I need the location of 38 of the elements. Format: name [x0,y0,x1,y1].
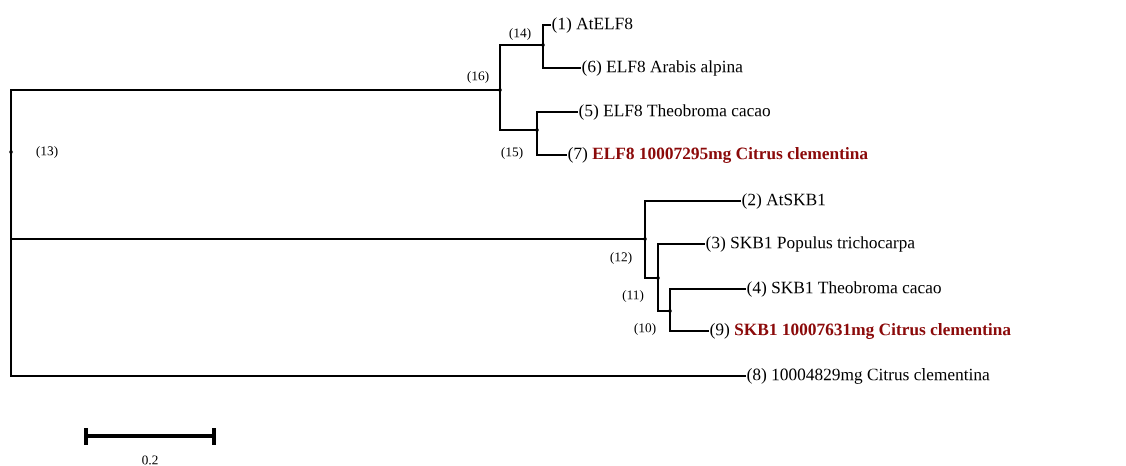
leaf-label: (4) SKB1 Theobroma cacao [747,281,941,297]
leaf-label: (1) AtELF8 [552,17,633,33]
node-number: (13) [36,145,58,159]
tree-branch [669,288,746,310]
tree-branch [542,24,551,44]
tree-branch [499,91,536,131]
tree-branch [536,131,567,156]
leaf-label: (9) SKB1 10007631mg Citrus clementina [710,323,1011,339]
tree-branch [542,46,581,69]
leaf-label: (8) 10004829mg Citrus clementina [747,368,990,384]
branch-point [535,128,539,132]
tree-branch [644,200,741,238]
branch-point [498,88,502,92]
node-number: (11) [622,289,644,303]
node-number: (14) [509,27,531,41]
tree-branch [10,153,746,377]
branch-point [643,237,647,241]
tree-branch [657,279,669,312]
leaf-label: (5) ELF8 Theobroma cacao [579,104,770,120]
tree-branch [669,312,709,332]
node-number: (16) [467,70,489,84]
leaf-label: (2) AtSKB1 [742,193,825,209]
leaf-label: (7) ELF8 10007295mg Citrus clementina [568,147,868,163]
leaf-label: (3) SKB1 Populus trichocarpa [706,236,915,252]
tree-branch [10,89,499,151]
tree-branch [644,240,657,279]
node-number: (12) [610,251,632,265]
tree-branch [536,111,578,129]
branch-point [668,309,672,313]
tree-branch [499,44,542,89]
branch-point [656,276,660,280]
scale-label: 0.2 [142,455,158,465]
branch-point [541,43,545,47]
node-number: (10) [634,322,656,336]
leaf-label: (6) ELF8 Arabis alpina [582,60,743,76]
node-number: (15) [501,146,523,160]
branch-point [9,150,13,154]
tree-branch [657,243,705,277]
